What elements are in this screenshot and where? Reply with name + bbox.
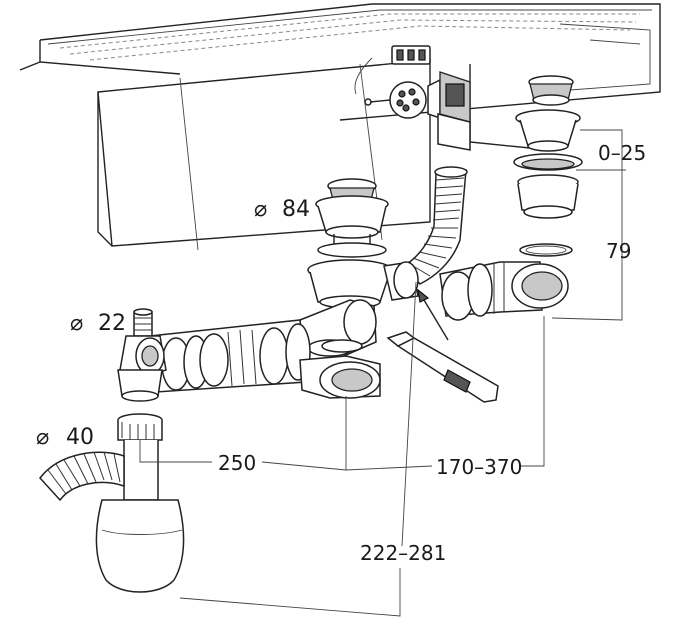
dim-total-height: 222–281 xyxy=(360,541,446,565)
left-sink-bowl xyxy=(97,57,431,251)
utility-knife-icon xyxy=(386,331,499,403)
pointer-arrow xyxy=(417,288,449,341)
hose-spigot xyxy=(117,308,167,402)
right-outlet-elbow xyxy=(439,261,569,321)
left-outlet-elbow xyxy=(299,355,381,399)
diameter-label-spigot: ⌀ 22 xyxy=(70,311,126,336)
dim-outlet-spacing: 250 xyxy=(218,451,256,475)
diameter-symbol: ⌀ xyxy=(70,311,83,336)
dim-overflow-height: 0–25 xyxy=(598,141,646,165)
dim-connector-range: 170–370 xyxy=(436,455,522,479)
left-strainer xyxy=(307,178,419,309)
diameter-label-trap: ⌀ 40 xyxy=(36,425,94,450)
bottle-trap xyxy=(39,413,185,593)
horizontal-pipe xyxy=(149,319,311,393)
overflow-outlet xyxy=(364,45,471,151)
dim-basket-depth: 79 xyxy=(606,239,631,263)
diameter-symbol: ⌀ xyxy=(254,197,267,222)
diameter-symbol: ⌀ xyxy=(36,425,49,450)
overflow-hose xyxy=(402,166,468,285)
diameter-spigot-value: 22 xyxy=(98,311,126,336)
center-tee xyxy=(289,299,377,363)
dimension-lines xyxy=(139,129,626,617)
diameter-trap-value: 40 xyxy=(66,425,94,450)
diameter-strainer-value: 84 xyxy=(282,197,310,222)
diameter-label-strainer: ⌀ 84 xyxy=(254,197,310,222)
right-strainer xyxy=(513,75,583,257)
